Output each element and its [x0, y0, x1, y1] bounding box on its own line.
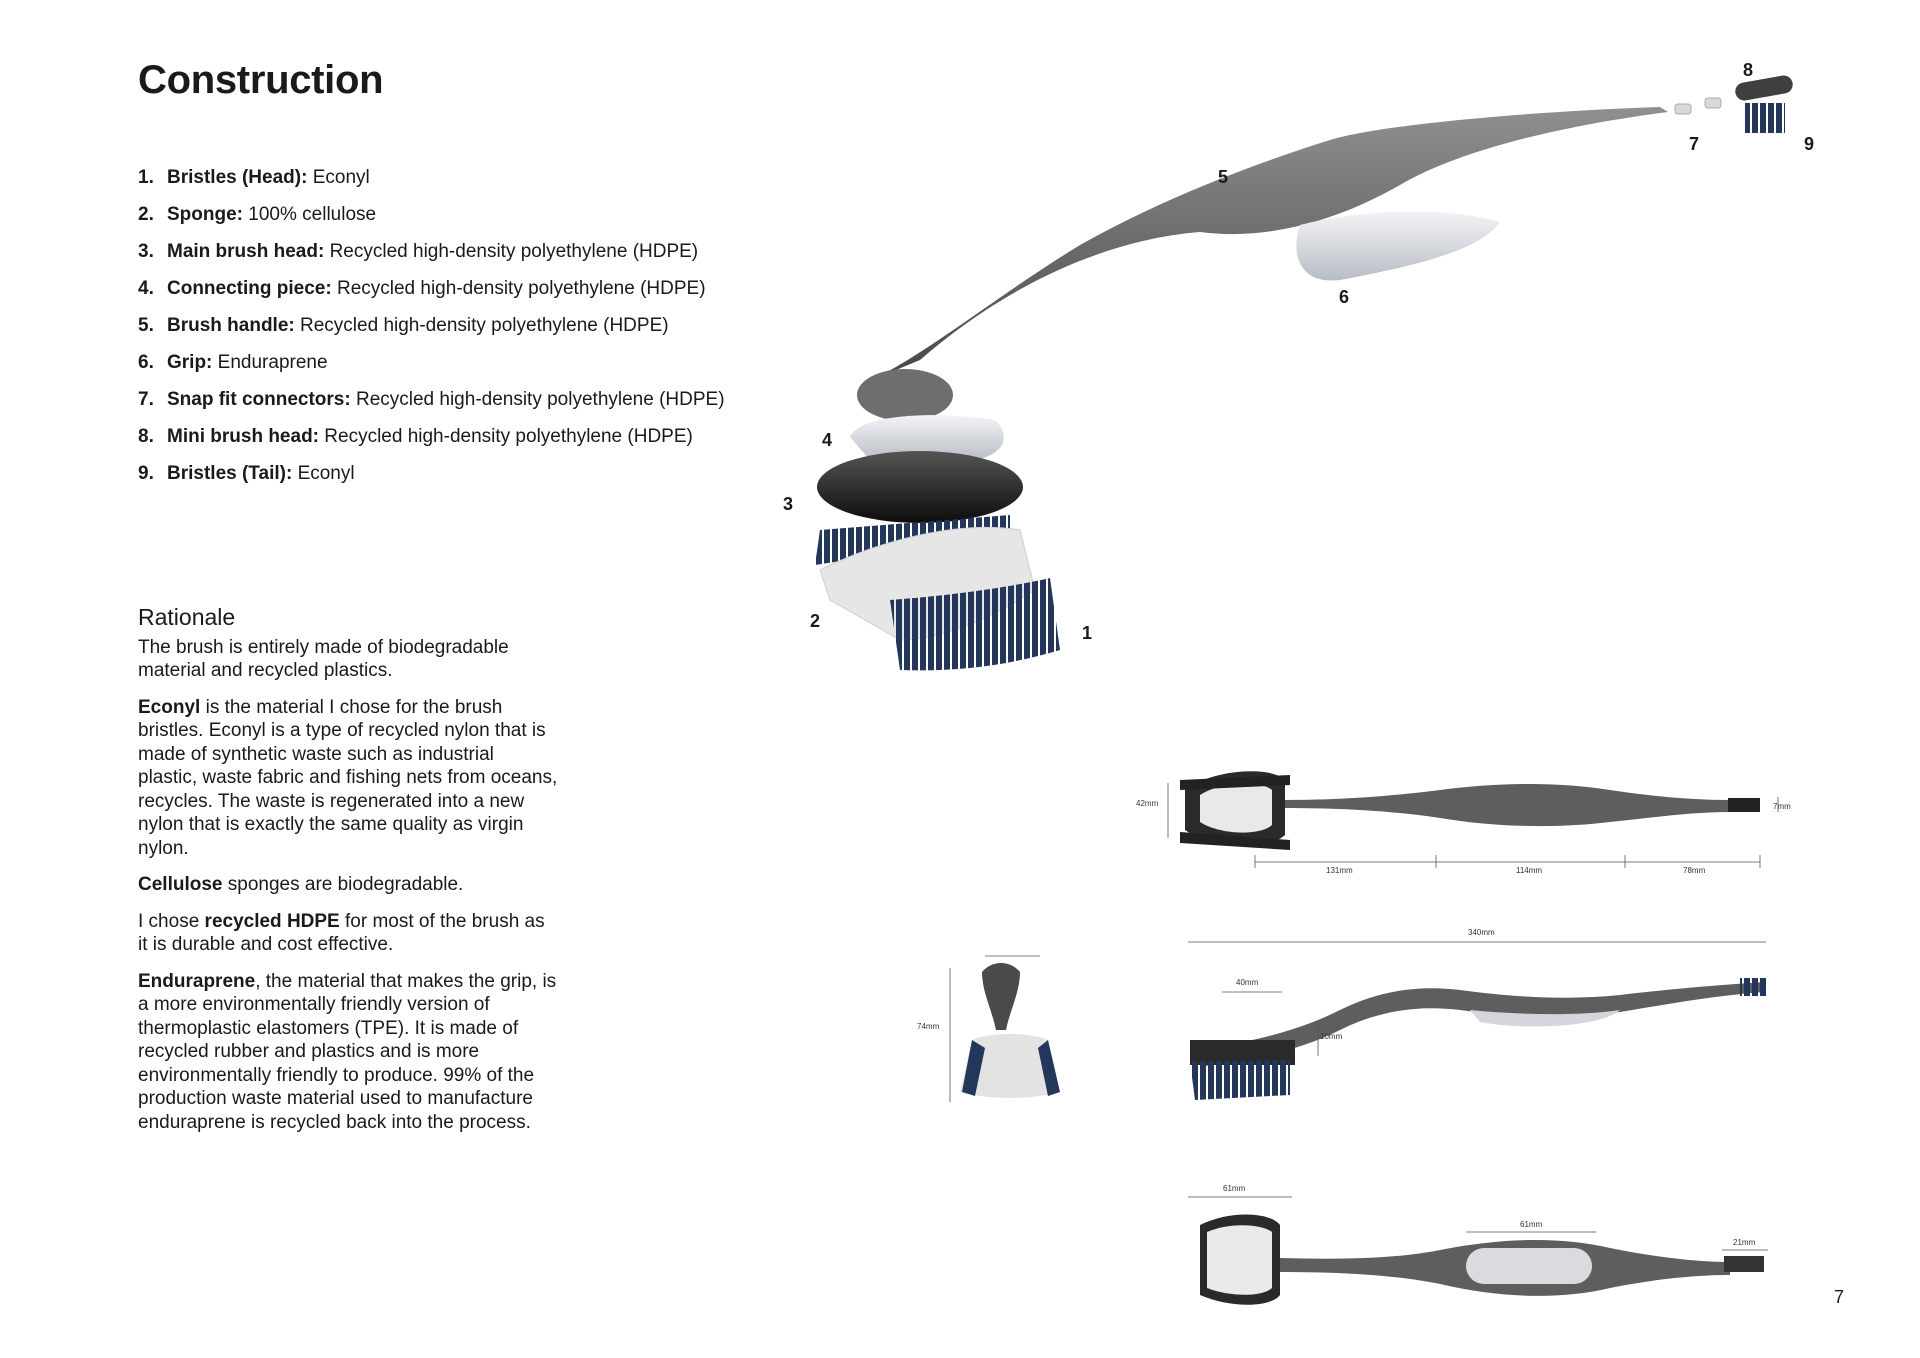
parts-list: 1.Bristles (Head): Econyl 2.Sponge: 100%… — [138, 164, 725, 497]
rationale-paragraph: The brush is entirely made of biodegrada… — [138, 636, 509, 682]
brush-handle — [860, 107, 1668, 385]
dimension-label: 10mm — [1320, 1032, 1343, 1041]
callout-5: 5 — [1218, 167, 1229, 187]
rationale-heading: Rationale — [138, 604, 236, 630]
snap-connector — [1674, 103, 1692, 115]
list-item: 5.Brush handle: Recycled high-density po… — [138, 315, 669, 336]
front-view-drawing — [949, 955, 1060, 1102]
page-title: Construction — [138, 58, 384, 102]
dimension-label: 78mm — [1683, 866, 1706, 875]
callout-6: 6 — [1339, 287, 1350, 307]
rationale-paragraph: Enduraprene, the material that makes the… — [138, 970, 557, 1133]
dimension-label: 42mm — [1136, 799, 1159, 808]
rationale-paragraph: Econyl is the material I chose for the b… — [138, 696, 558, 859]
callout-4: 4 — [822, 430, 833, 450]
page-number: 7 — [1834, 1287, 1845, 1307]
list-item: 6.Grip: Enduraprene — [138, 352, 328, 373]
snap-connector — [1704, 97, 1722, 109]
dimension-label: 114mm — [1516, 866, 1543, 875]
callout-9: 9 — [1804, 134, 1815, 154]
list-item: 4.Connecting piece: Recycled high-densit… — [138, 278, 706, 299]
bottom-view-drawing — [1188, 1196, 1768, 1305]
callout-1: 1 — [1082, 623, 1093, 643]
top-view-drawing — [1167, 771, 1779, 868]
mini-brush-head — [1735, 75, 1793, 101]
callout-2: 2 — [810, 611, 821, 631]
rationale-paragraph: I chose recycled HDPE for most of the br… — [138, 910, 545, 956]
list-item: 9.Bristles (Tail): Econyl — [138, 463, 355, 484]
list-item: 8.Mini brush head: Recycled high-density… — [138, 426, 693, 447]
bristles-head — [890, 578, 1060, 671]
callout-8: 8 — [1743, 60, 1754, 80]
list-item: 2.Sponge: 100% cellulose — [138, 204, 377, 225]
dimension-label: 61mm — [1520, 1220, 1543, 1229]
dimension-label: 40mm — [1236, 978, 1259, 987]
dimension-label: 7mm — [1773, 802, 1791, 811]
dimension-label: 131mm — [1326, 866, 1353, 875]
main-brush-head — [817, 451, 1023, 523]
handle-end — [857, 369, 953, 421]
list-item: 3.Main brush head: Recycled high-density… — [138, 241, 699, 262]
connecting-piece — [850, 415, 1004, 462]
rationale-section: Rationale The brush is entirely made of … — [138, 604, 558, 1147]
grip — [1296, 211, 1500, 281]
dimension-label: 74mm — [917, 1022, 940, 1031]
dimension-label: 21mm — [1733, 1238, 1756, 1247]
dimension-label: 340mm — [1468, 928, 1495, 937]
list-item: 7.Snap fit connectors: Recycled high-den… — [138, 389, 725, 410]
dimension-label: 61mm — [1223, 1184, 1246, 1193]
callout-7: 7 — [1689, 134, 1700, 154]
callout-3: 3 — [783, 494, 794, 514]
side-view-drawing — [1188, 941, 1766, 1100]
rationale-paragraph: Cellulose sponges are biodegradable. — [138, 874, 464, 895]
list-item: 1.Bristles (Head): Econyl — [138, 167, 370, 188]
bristles-tail — [1745, 103, 1785, 133]
